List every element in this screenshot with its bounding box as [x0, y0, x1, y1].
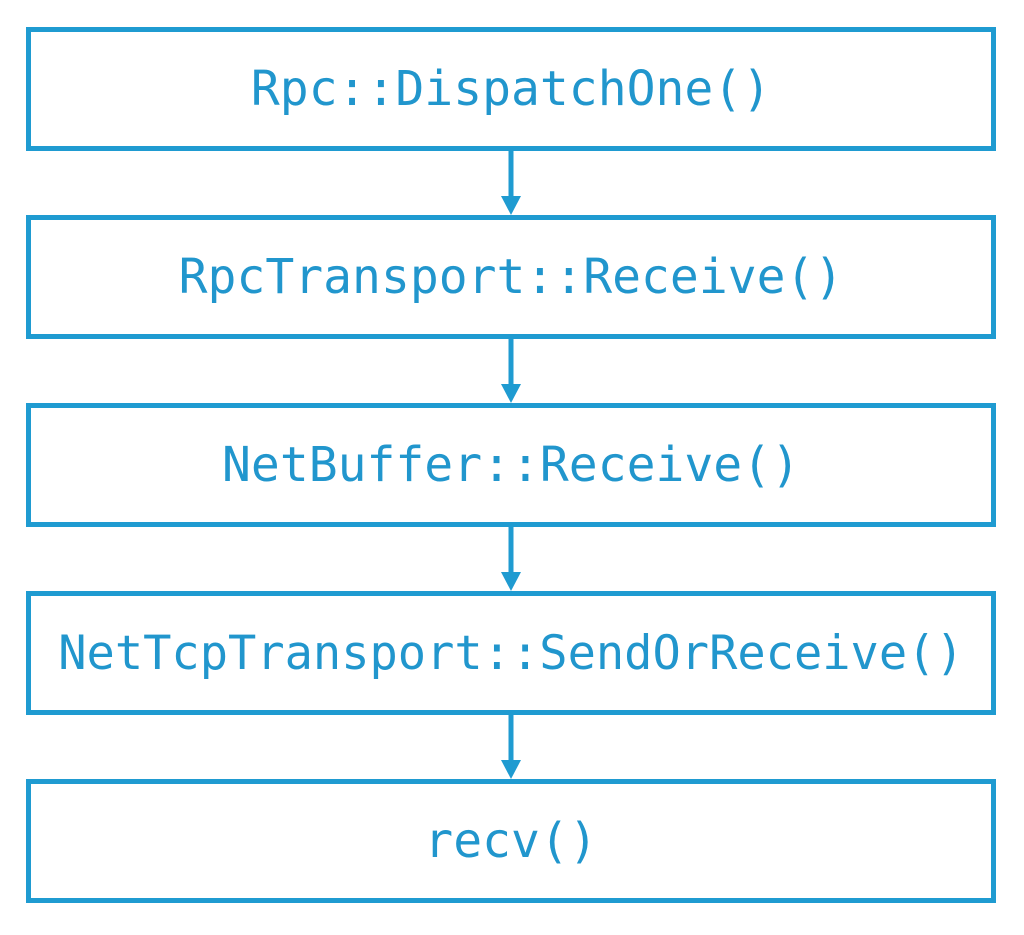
- flow-node-rpc-dispatchone[interactable]: Rpc::DispatchOne(): [26, 27, 996, 151]
- flow-node-label: NetBuffer::Receive(): [222, 437, 800, 493]
- flowchart: Rpc::DispatchOne() RpcTransport::Receive…: [26, 27, 996, 903]
- flow-node-label: Rpc::DispatchOne(): [250, 61, 772, 117]
- flow-node-netbuffer-receive[interactable]: NetBuffer::Receive(): [26, 403, 996, 527]
- down-arrow-icon: [501, 527, 521, 591]
- down-arrow-icon: [501, 715, 521, 779]
- flow-node-recv[interactable]: recv(): [26, 779, 996, 903]
- flow-node-label: recv(): [424, 813, 598, 869]
- flow-edge-3: [26, 527, 996, 591]
- flow-node-nettcptransport-sendorreceive[interactable]: NetTcpTransport::SendOrReceive(): [26, 591, 996, 715]
- flow-node-label: RpcTransport::Receive(): [178, 249, 844, 305]
- down-arrow-icon: [501, 339, 521, 403]
- flow-node-rpctransport-receive[interactable]: RpcTransport::Receive(): [26, 215, 996, 339]
- down-arrow-icon: [501, 151, 521, 215]
- flow-node-label: NetTcpTransport::SendOrReceive(): [58, 625, 964, 681]
- flow-edge-4: [26, 715, 996, 779]
- flow-edge-1: [26, 151, 996, 215]
- flow-edge-2: [26, 339, 996, 403]
